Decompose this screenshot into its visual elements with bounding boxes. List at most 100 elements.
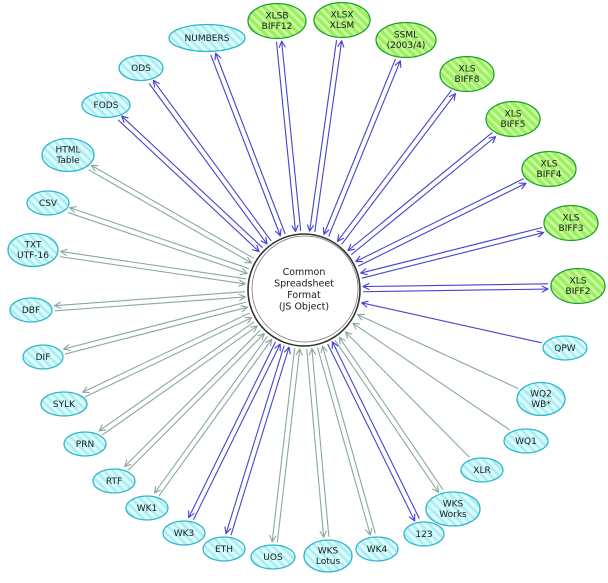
- node-ellipse-prn: [63, 431, 107, 457]
- node-ellipse-wksworks: [425, 491, 481, 527]
- node-label-xlsb: XLSB: [265, 12, 288, 22]
- node-label-rtf: RTF: [106, 477, 122, 487]
- node-ellipse-xlsx: [313, 1, 371, 39]
- arrow-write-fods: [121, 115, 264, 249]
- arrow-write-uos: [269, 348, 296, 543]
- arrow-write-ods: [152, 79, 272, 242]
- arrow-read-biff3: [360, 226, 543, 276]
- node-ods: ODS: [118, 54, 164, 82]
- arrows-layer: [54, 39, 549, 543]
- node-label-wq2: WQ2: [530, 390, 552, 400]
- node-label-html: Table: [55, 156, 80, 166]
- node-xlr: XLR: [460, 457, 504, 483]
- node-label-dif: DIF: [36, 353, 51, 363]
- arrow-ssml: [322, 58, 402, 237]
- node-label-txt: TXT: [23, 241, 42, 251]
- arrow-write-wk3: [188, 341, 277, 519]
- node-dif: DIF: [22, 344, 64, 370]
- node-label-wksworks: Works: [439, 510, 467, 520]
- arrow-biff4: [355, 178, 527, 267]
- node-ellipse-uos: [250, 544, 296, 570]
- arrow-write-wk4: [316, 347, 373, 536]
- arrow-read-fods: [117, 119, 260, 253]
- arrow-rtf: [124, 329, 265, 471]
- node-ellipse-ssml: [375, 21, 437, 59]
- arrow-write-wk1: [154, 336, 268, 494]
- node-label-wq2: WB*: [531, 400, 551, 410]
- arrow-write-biff5: [350, 136, 497, 256]
- node-ellipse-html: [41, 137, 95, 173]
- node-ellipse-xlsb: [247, 2, 307, 40]
- node-label-xlsx: XLSM: [330, 21, 355, 31]
- arrow-txt: [59, 248, 247, 287]
- node-ellipse-rtf: [92, 468, 136, 494]
- arrow-dbf: [54, 291, 246, 312]
- node-label-prn: PRN: [76, 440, 94, 450]
- node-ellipse-dif: [22, 344, 64, 370]
- node-label-biff2: XLS: [570, 277, 587, 287]
- node-label-wk3: WK3: [174, 529, 195, 539]
- node-dbf: DBF: [9, 297, 53, 323]
- node-label-fods: FODS: [94, 101, 119, 111]
- arrow-xlsx: [306, 39, 345, 233]
- node-label-wkslotus: WKS: [318, 547, 339, 557]
- node-ellipse-csv: [26, 190, 70, 216]
- node-fods: FODS: [81, 91, 131, 119]
- arrow-read-biff4: [355, 178, 524, 263]
- center-label-line: Format: [287, 290, 321, 301]
- node-label-ssml: (2003/4): [387, 41, 426, 51]
- arrow-write-html: [90, 164, 255, 259]
- node-numbers: NUMBERS: [168, 23, 246, 53]
- node-ssml: SSML(2003/4): [375, 21, 437, 59]
- node-ellipse-biff8: [439, 55, 495, 93]
- node-ellipse-wk4: [355, 536, 399, 562]
- arrow-biff3: [360, 226, 545, 279]
- arrow-write-biff8: [341, 93, 456, 245]
- node-label-xlsb: BIFF12: [262, 22, 293, 32]
- node-ellipse-fods: [81, 91, 131, 119]
- node-ellipse-wq2: [516, 381, 566, 417]
- arrow-read-sylk: [84, 316, 253, 398]
- node-label-biff5: BIFF5: [501, 120, 526, 130]
- node-eth: ETH: [202, 536, 246, 562]
- node-label-eth: ETH: [215, 545, 233, 555]
- arrow-read-wksworks: [338, 336, 444, 490]
- arrow-qpw: [361, 300, 542, 344]
- arrow-read-eth: [230, 346, 291, 536]
- arrow-uos: [269, 348, 303, 543]
- node-label-biff8: XLS: [459, 65, 476, 75]
- arrow-fods: [117, 115, 264, 253]
- arrow-write-xlsb: [278, 40, 302, 232]
- node-ellipse-wq1: [503, 428, 549, 454]
- node-rtf: RTF: [92, 468, 136, 494]
- arrow-wq1: [352, 322, 511, 431]
- arrow-write-n123: [327, 343, 416, 522]
- node-label-html: HTML: [55, 146, 80, 156]
- arrow-write-xlsx: [314, 40, 345, 233]
- node-ellipse-wkslotus: [303, 539, 353, 573]
- node-label-wk4: WK4: [367, 545, 388, 555]
- arrow-biff2: [362, 282, 549, 293]
- arrow-ods: [148, 79, 272, 245]
- arrow-read-biff8: [336, 90, 452, 242]
- arrow-write-biff4: [357, 182, 527, 267]
- node-prn: PRN: [63, 431, 107, 457]
- arrow-read-dif: [64, 305, 249, 355]
- node-label-sylk: SYLK: [53, 400, 76, 410]
- arrow-biff8: [336, 90, 456, 245]
- node-label-biff3: XLS: [563, 214, 580, 224]
- node-label-biff4: XLS: [541, 160, 558, 170]
- node-label-ssml: SSML: [394, 31, 418, 41]
- arrow-read-xlsx: [306, 39, 338, 232]
- arrow-write-biff2: [363, 285, 549, 293]
- arrow-read-xlr: [344, 331, 470, 458]
- node-uos: UOS: [250, 544, 296, 570]
- node-label-csv: CSV: [39, 199, 58, 209]
- node-ellipse-sylk: [40, 391, 88, 417]
